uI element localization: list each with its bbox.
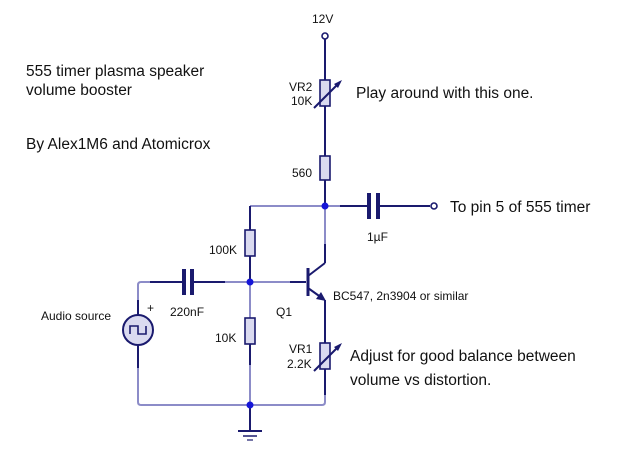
square-wave-icon (129, 325, 147, 335)
junction-base (246, 278, 254, 286)
credit-text: By Alex1M6 and Atomicrox (26, 136, 211, 153)
vr1-arrow-icon (334, 343, 342, 351)
vr2-arrow-icon (334, 80, 342, 88)
wire-source-up (137, 281, 150, 300)
emitter-arrow-icon (316, 292, 326, 301)
source-label: Audio source (41, 309, 111, 323)
transistor-collector (307, 262, 326, 277)
r-bias-top-body (244, 229, 256, 257)
supply-label: 12V (312, 12, 333, 26)
r-bias-bottom-body (244, 317, 256, 345)
r-bias-bottom-label: 10K (215, 331, 236, 345)
r-collector-label: 560 (292, 166, 312, 180)
output-note: To pin 5 of 555 timer (450, 199, 590, 216)
vr2-value: 10K (291, 94, 312, 108)
r-bias-top-label: 100K (209, 243, 237, 257)
output-terminal (430, 202, 438, 210)
junction-collector (321, 202, 329, 210)
title-line-2: volume booster (26, 82, 132, 99)
supply-terminal (321, 32, 329, 40)
vr1-name: VR1 (289, 342, 313, 356)
vr2-arrow-line (313, 81, 341, 109)
vr1-arrow-line (313, 344, 341, 372)
transistor-name: Q1 (276, 305, 292, 319)
junction-ground (246, 401, 254, 409)
wire-ground-left (137, 368, 250, 406)
vr1-note-line-1: Adjust for good balance between (350, 348, 576, 365)
source-polarity: + (147, 301, 154, 315)
cap-input-label: 220nF (170, 305, 204, 319)
vr2-note: Play around with this one. (356, 85, 534, 102)
cap-output-label: 1µF (367, 230, 388, 244)
r-collector-body (319, 155, 331, 181)
vr2-name: VR2 (289, 80, 313, 94)
vr1-note-line-2: volume vs distortion. (350, 372, 491, 389)
title-line-1: 555 timer plasma speaker (26, 63, 204, 80)
vr1-value: 2.2K (287, 357, 312, 371)
wire-ground-right (250, 395, 326, 406)
transistor-part: BC547, 2n3904 or similar (333, 289, 468, 303)
